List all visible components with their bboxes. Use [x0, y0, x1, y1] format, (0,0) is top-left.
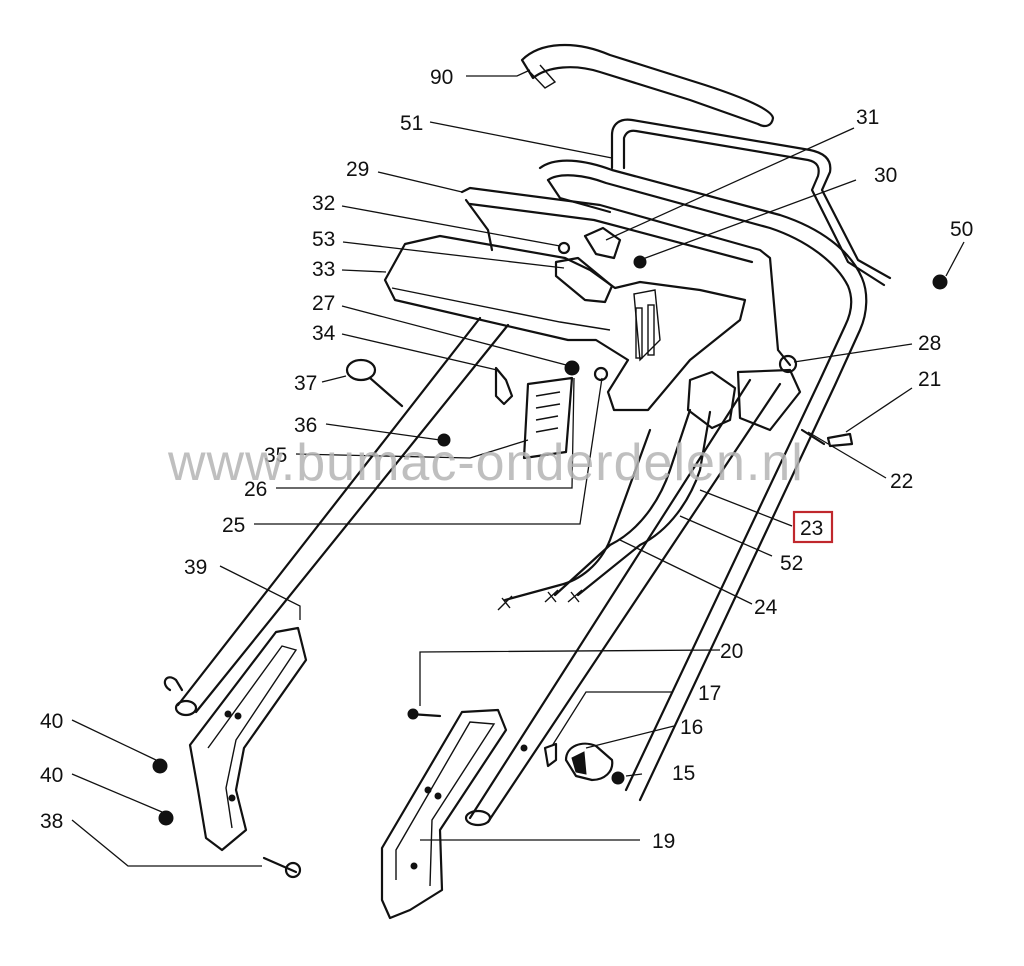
- small-hardware: [152, 274, 948, 879]
- highlight-box-23: [792, 510, 834, 544]
- handle-frame: [460, 159, 868, 802]
- label-34: 34: [312, 322, 336, 345]
- label-53: 53: [312, 228, 335, 251]
- label-33: 33: [312, 258, 335, 281]
- grip-cover-90: [520, 43, 775, 128]
- label-39: 39: [184, 556, 207, 579]
- label-29: 29: [346, 158, 369, 181]
- label-32: 32: [312, 192, 335, 215]
- label-15: 15: [672, 762, 695, 785]
- label-28: 28: [918, 332, 941, 355]
- label-51: 51: [400, 112, 423, 135]
- label-22: 22: [890, 470, 913, 493]
- side-bracket-right: [380, 708, 508, 920]
- side-bracket-left: [188, 626, 308, 852]
- label-17: 17: [698, 682, 721, 705]
- watermark-text: www.bumac-onderdelen.nl: [167, 434, 804, 492]
- label-90: 90: [430, 66, 453, 89]
- cable-bracket: [686, 354, 802, 432]
- adjustment-knob: [543, 742, 625, 785]
- label-19: 19: [652, 830, 675, 853]
- label-35: 35: [264, 444, 287, 467]
- control-console: [383, 234, 747, 412]
- label-40-top: 40: [40, 710, 63, 733]
- label-27: 27: [312, 292, 335, 315]
- label-20: 20: [720, 640, 743, 663]
- label-25: 25: [222, 514, 245, 537]
- label-37: 37: [294, 372, 317, 395]
- label-26: 26: [244, 478, 267, 501]
- label-21: 21: [918, 368, 941, 391]
- lower-handle-left: [163, 316, 510, 717]
- decal-plate: [522, 376, 574, 460]
- label-36: 36: [294, 414, 317, 437]
- label-23: 23: [800, 517, 823, 540]
- label-50: 50: [950, 218, 973, 241]
- label-24: 24: [754, 596, 778, 619]
- label-16: 16: [680, 716, 703, 739]
- bowden-cables: [497, 408, 712, 611]
- label-40-bottom: 40: [40, 764, 63, 787]
- label-52: 52: [780, 552, 803, 575]
- label-30: 30: [874, 164, 897, 187]
- leader-lines: [71, 69, 965, 867]
- part-labels: 90 51 31 30 29 32 50 53 33 27 28 34 37 2…: [40, 66, 973, 853]
- label-31: 31: [856, 106, 879, 129]
- label-38: 38: [40, 810, 63, 833]
- upper-handle-51: [610, 118, 892, 287]
